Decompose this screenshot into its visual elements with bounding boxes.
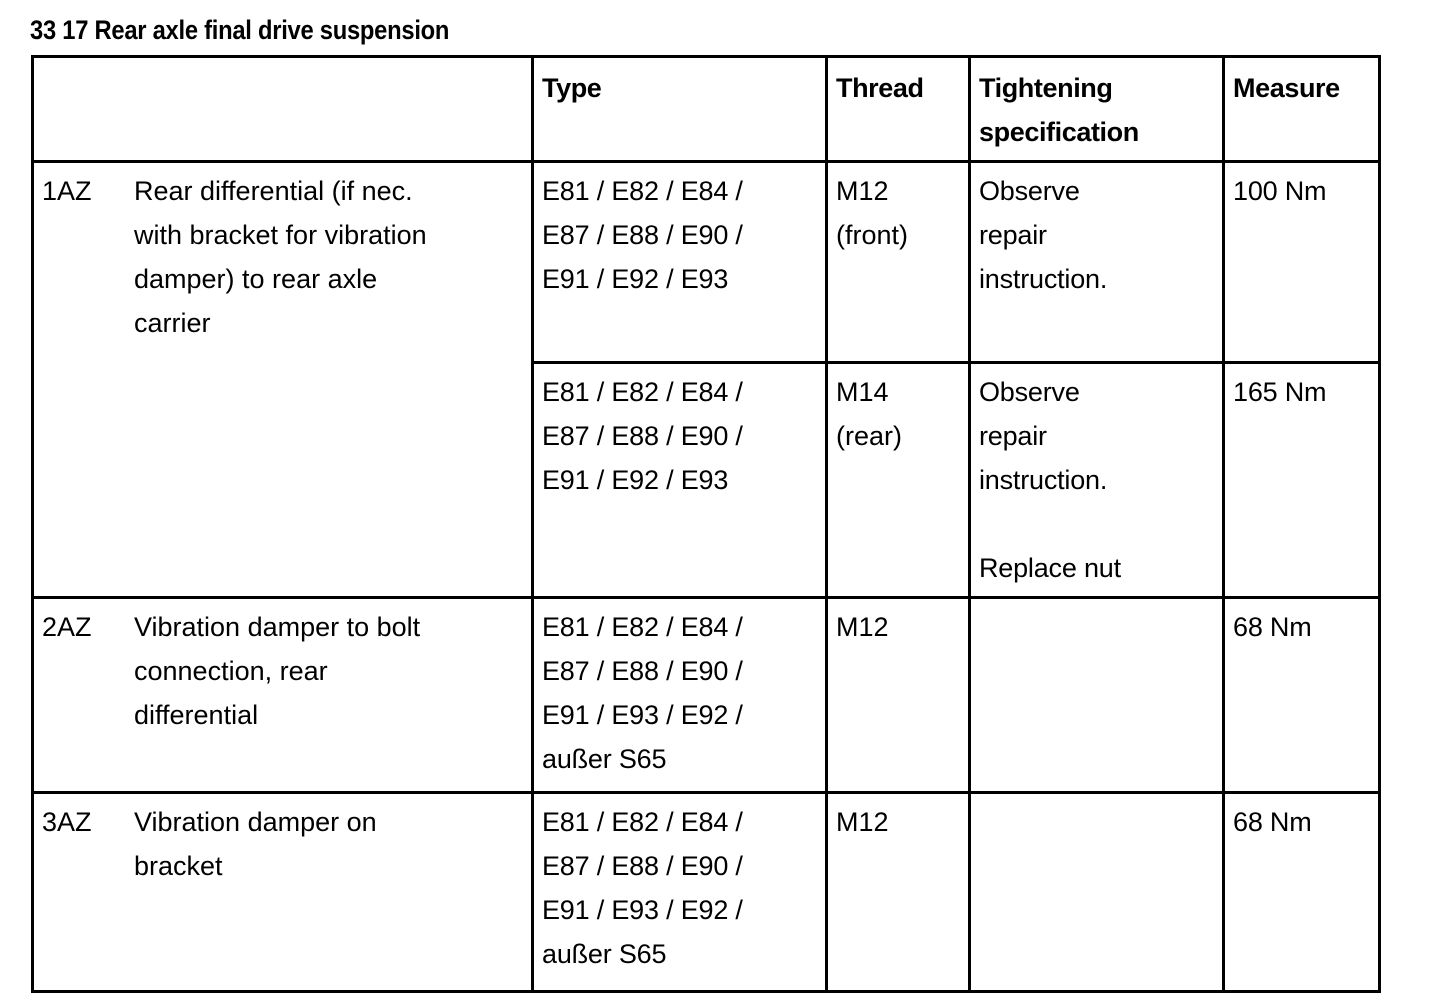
tightening-line: instruction. <box>979 264 1108 294</box>
type-line: E81 / E82 / E84 / <box>542 612 743 642</box>
column-header-type: Type <box>531 55 828 163</box>
type-lines: E81 / E82 / E84 / E87 / E88 / E90 / E91 … <box>542 800 817 976</box>
thread-lines: M12 (front) <box>836 169 960 257</box>
cell-tightening-specification <box>968 791 1225 993</box>
type-lines: E81 / E82 / E84 / E87 / E88 / E90 / E91 … <box>542 169 817 301</box>
row-description-1az: Rear differential (if nec. with bracket … <box>134 169 523 345</box>
cell-measure: 165 Nm <box>1222 361 1381 599</box>
tightening-lines: Observe repair instruction. Replace nut <box>979 370 1214 590</box>
cell-type: E81 / E82 / E84 / E87 / E88 / E90 / E91 … <box>531 596 828 794</box>
description-line: connection, rear <box>134 656 328 686</box>
tightening-line-spacer <box>979 502 1214 546</box>
description-line: differential <box>134 700 259 730</box>
cell-thread: M12 (front) <box>825 160 971 364</box>
tightening-line: Replace nut <box>979 553 1121 583</box>
thread-lines: M12 <box>836 800 960 844</box>
tightening-header-line-2: specification <box>979 117 1139 147</box>
cell-measure: 68 Nm <box>1222 791 1381 993</box>
thread-line: (front) <box>836 220 909 250</box>
tightening-line: Observe <box>979 377 1080 407</box>
column-header-tightening-specification: Tightening specification <box>968 55 1225 163</box>
description-line: bracket <box>134 851 223 881</box>
thread-lines: M14 (rear) <box>836 370 960 458</box>
column-header-thread: Thread <box>825 55 971 163</box>
type-line: E81 / E82 / E84 / <box>542 807 743 837</box>
cell-tightening-specification: Observe repair instruction. Replace nut <box>968 361 1225 599</box>
tightening-line: Observe <box>979 176 1080 206</box>
row-description-3az: Vibration damper on bracket <box>134 800 523 888</box>
description-line: Vibration damper to bolt <box>134 612 421 642</box>
cell-description-3az: 3AZ Vibration damper on bracket <box>31 791 534 993</box>
cell-tightening-specification <box>968 596 1225 794</box>
cell-type: E81 / E82 / E84 / E87 / E88 / E90 / E91 … <box>531 791 828 993</box>
type-line: E81 / E82 / E84 / <box>542 377 743 407</box>
page-title: 33 17 Rear axle final drive suspension <box>30 15 450 45</box>
type-line: E87 / E88 / E90 / <box>542 220 743 250</box>
tightening-header-line-1: Tightening <box>979 73 1113 103</box>
tightening-header-lines: Tightening specification <box>979 66 1214 154</box>
type-line: E91 / E93 / E92 / <box>542 895 743 925</box>
row-id-2az: 2AZ <box>42 612 92 642</box>
description-line: Vibration damper on <box>134 807 377 837</box>
tightening-line: repair <box>979 220 1047 250</box>
table-row: E81 / E82 / E84 / E87 / E88 / E90 / E91 … <box>33 361 1381 599</box>
cell-type: E81 / E82 / E84 / E87 / E88 / E90 / E91 … <box>531 160 828 364</box>
table-row: 1AZ Rear differential (if nec. with brac… <box>31 160 1381 599</box>
type-line: E91 / E92 / E93 <box>542 264 729 294</box>
table-body: 1AZ Rear differential (if nec. with brac… <box>31 160 1381 993</box>
document-page: 33 17 Rear axle final drive suspension T… <box>30 15 1381 993</box>
thread-lines: M12 <box>836 605 960 649</box>
type-line: E91 / E93 / E92 / <box>542 700 743 730</box>
cell-tightening-specification: Observe repair instruction. <box>968 160 1225 364</box>
cell-thread: M14 (rear) <box>825 361 971 599</box>
description-line: damper) to rear axle <box>134 264 378 294</box>
cell-description-1az: 1AZ Rear differential (if nec. with brac… <box>31 160 534 599</box>
cell-description-2az: 2AZ Vibration damper to bolt connection,… <box>31 596 534 794</box>
cell-type: E81 / E82 / E84 / E87 / E88 / E90 / E91 … <box>531 361 828 599</box>
type-line: E87 / E88 / E90 / <box>542 656 743 686</box>
tightening-lines: Observe repair instruction. <box>979 169 1214 301</box>
header-row: Type Thread Tightening specification Mea… <box>31 55 1381 163</box>
type-lines: E81 / E82 / E84 / E87 / E88 / E90 / E91 … <box>542 605 817 781</box>
description-line: Rear differential (if nec. <box>134 176 413 206</box>
type-line: E91 / E92 / E93 <box>542 465 729 495</box>
row-id-1az: 1AZ <box>42 176 92 206</box>
table-header: Type Thread Tightening specification Mea… <box>31 55 1381 163</box>
thread-line: M14 <box>836 377 889 407</box>
thread-line: (rear) <box>836 421 902 451</box>
type-line: außer S65 <box>542 744 667 774</box>
row-description-2az: Vibration damper to bolt connection, rea… <box>134 605 523 737</box>
cell-measure: 100 Nm <box>1222 160 1381 364</box>
type-line: außer S65 <box>542 939 667 969</box>
thread-line: M12 <box>836 612 889 642</box>
tightening-line: instruction. <box>979 465 1108 495</box>
row-id-3az: 3AZ <box>42 807 92 837</box>
torque-specification-table: Type Thread Tightening specification Mea… <box>31 55 1381 993</box>
cell-thread: M12 <box>825 791 971 993</box>
type-lines: E81 / E82 / E84 / E87 / E88 / E90 / E91 … <box>542 370 817 502</box>
type-line: E87 / E88 / E90 / <box>542 421 743 451</box>
thread-line: M12 <box>836 176 889 206</box>
cell-measure: 68 Nm <box>1222 596 1381 794</box>
thread-line: M12 <box>836 807 889 837</box>
tightening-line: repair <box>979 421 1047 451</box>
table-row: 2AZ Vibration damper to bolt connection,… <box>31 596 1381 794</box>
type-line: E81 / E82 / E84 / <box>542 176 743 206</box>
column-header-measure: Measure <box>1222 55 1381 163</box>
cell-thread: M12 <box>825 596 971 794</box>
column-header-description <box>31 55 534 163</box>
description-line: carrier <box>134 308 211 338</box>
table-row: 3AZ Vibration damper on bracket E81 / E8… <box>31 791 1381 993</box>
description-line: with bracket for vibration <box>134 220 427 250</box>
type-line: E87 / E88 / E90 / <box>542 851 743 881</box>
